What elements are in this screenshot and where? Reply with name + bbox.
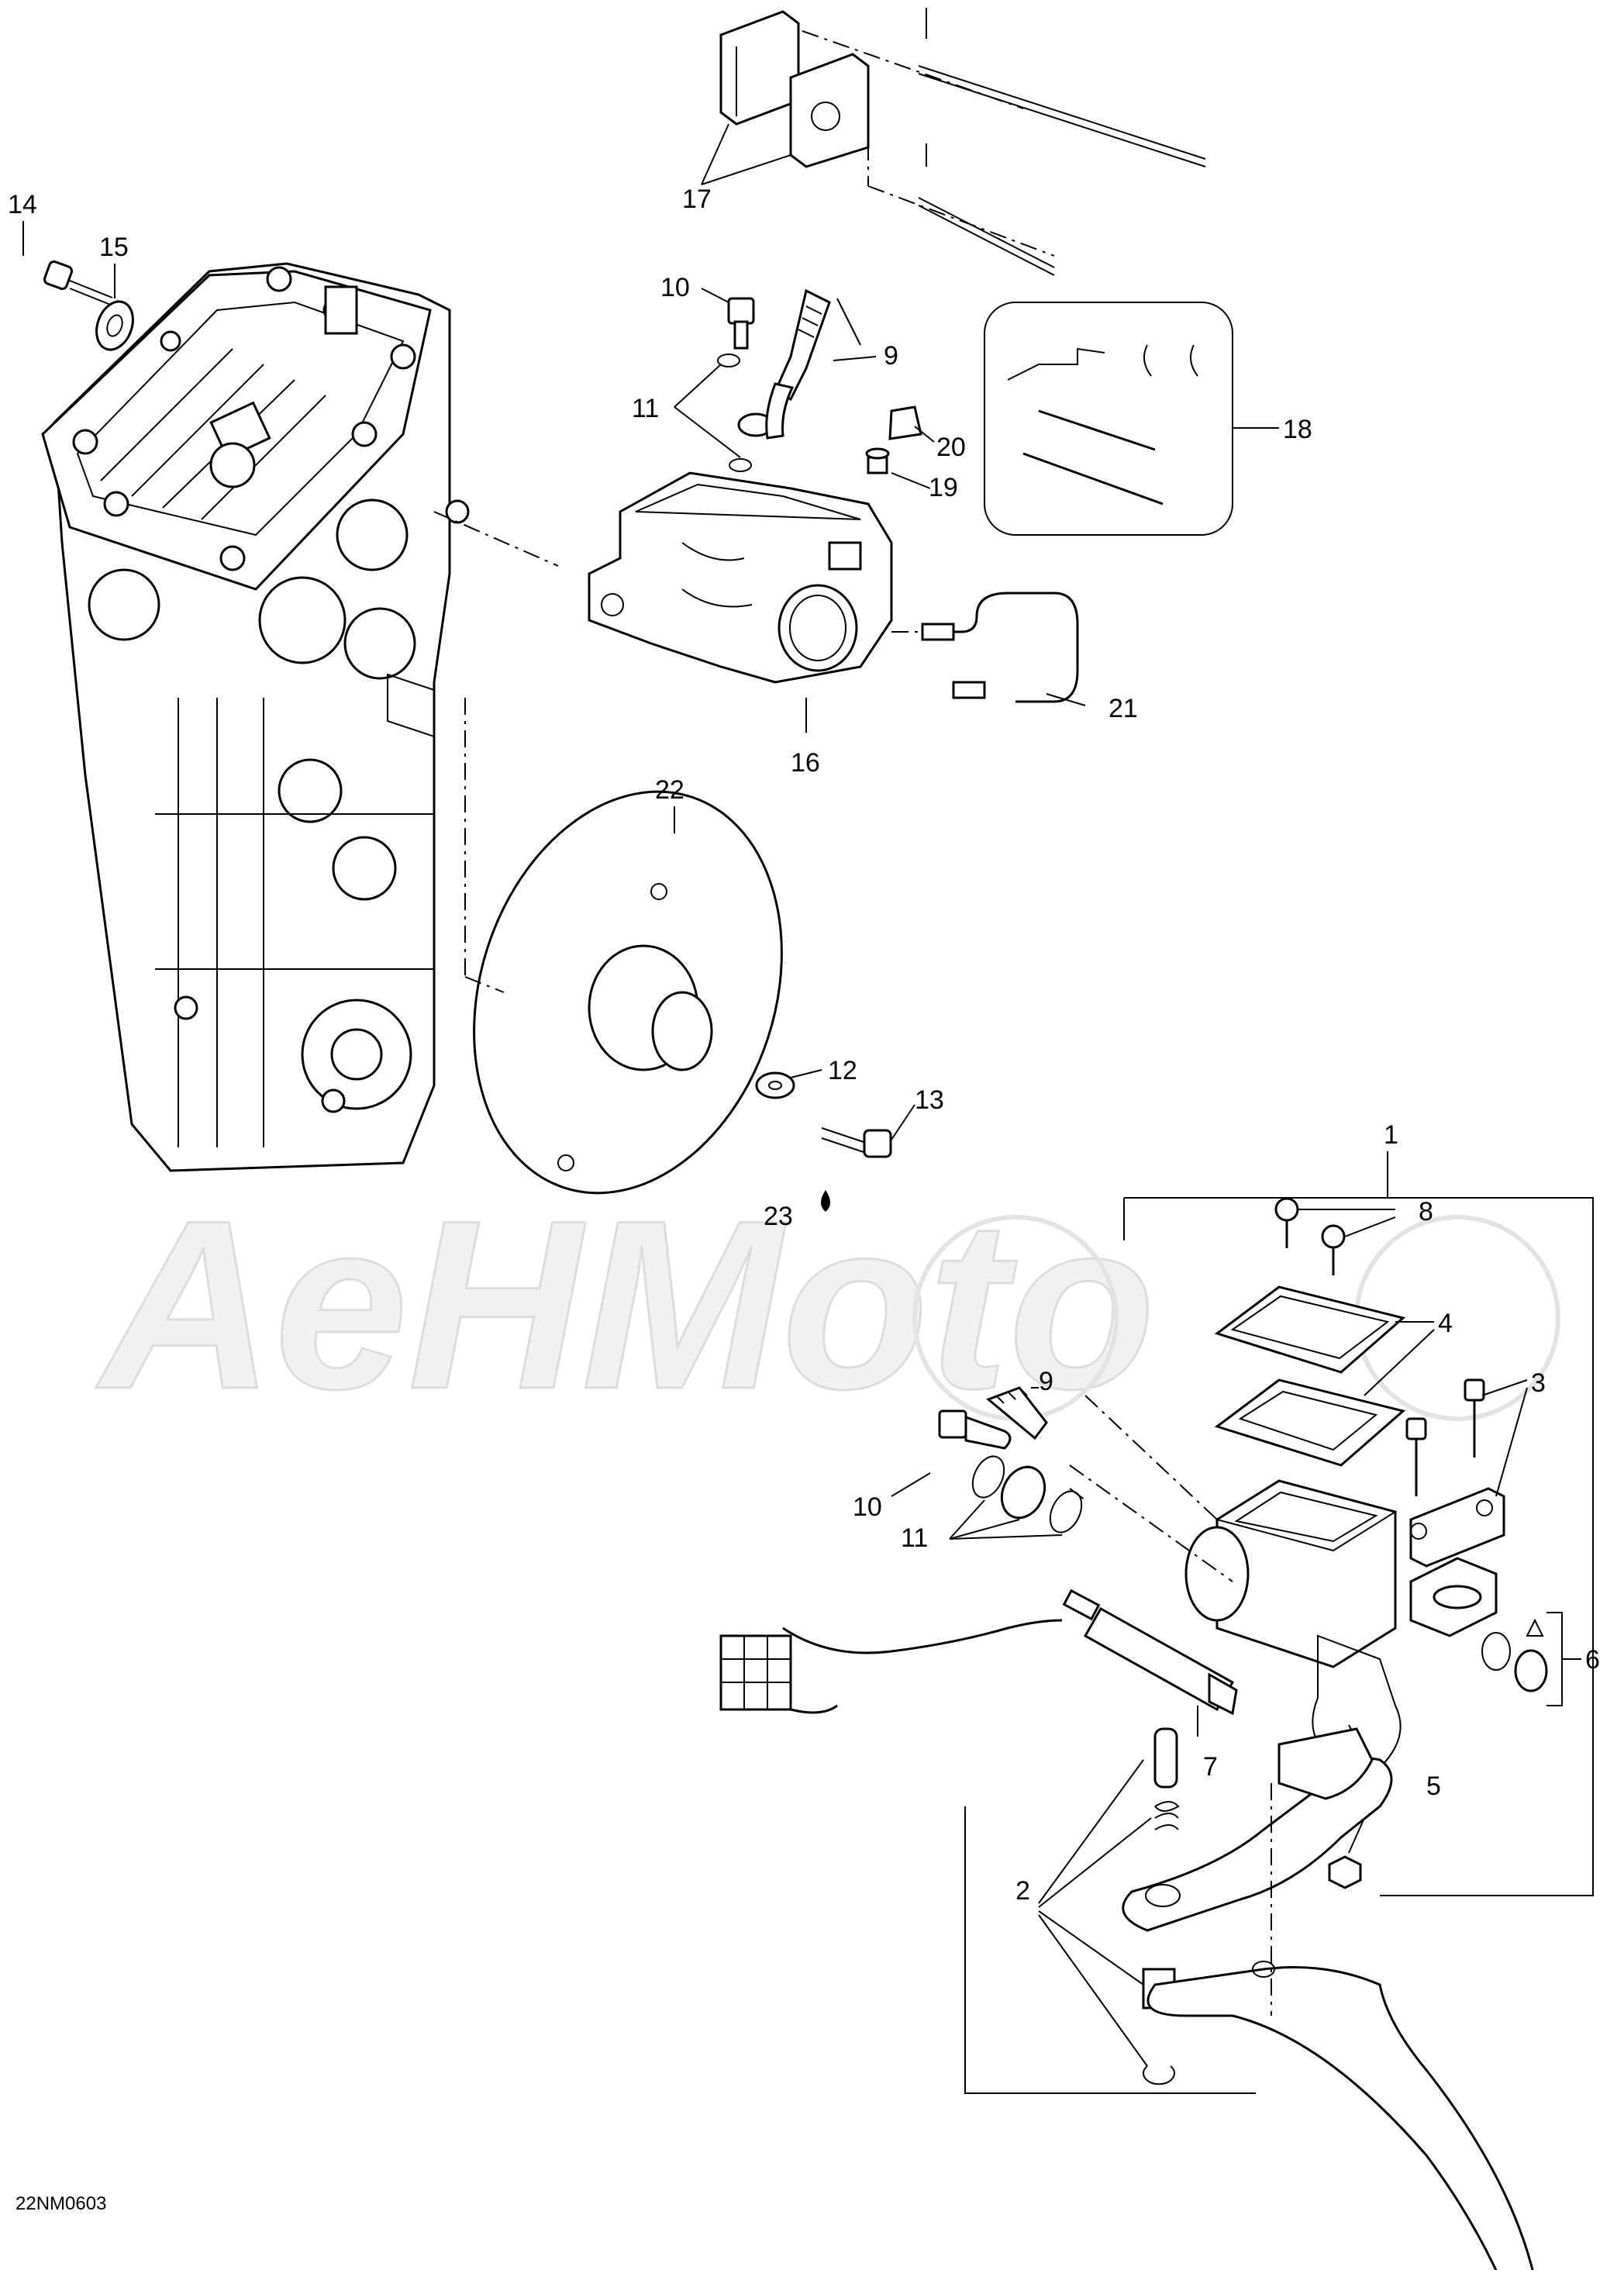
washer-12 [755,1069,822,1099]
callout-11-upper: 11 [632,394,659,423]
reservoir-cover-4 [1214,1285,1435,1467]
callout-14: 14 [8,190,37,219]
brake-caliper-16 [588,471,893,733]
callout-8: 8 [1419,1197,1433,1226]
clamp-screws-3 [1405,1378,1528,1568]
callout-11-lower: 11 [901,1523,928,1553]
brake-pads [719,8,1206,276]
bolt-14 [22,221,113,306]
brake-disc-22 [464,790,783,1195]
callout-12: 12 [828,1056,857,1085]
callout-6: 6 [1585,1645,1600,1675]
gearbox-housing [41,262,559,1172]
sealant-23-icon [821,1190,830,1212]
brake-lever [1122,1727,1534,2270]
brake-switch-7 [719,1589,1238,1737]
callout-22: 22 [655,775,684,805]
callout-23: 23 [764,1202,793,1231]
callout-10-upper: 10 [660,273,690,302]
brake-line-21 [891,592,1086,706]
callout-7: 7 [1203,1752,1218,1782]
bleeder-19-cap-20 [865,405,935,489]
callout-10-lower: 10 [853,1492,882,1522]
washer-15 [95,264,134,351]
master-cylinder-assembly-1 [964,1151,1594,2094]
watermark: AeHMoto [92,1169,1560,1440]
callout-19: 19 [929,473,958,502]
screws-8 [1274,1197,1396,1275]
callout-20: 20 [936,433,966,462]
upper-banjo-group [674,288,877,472]
callout-16: 16 [791,748,820,778]
diagram-code: 22NM0603 [16,2193,106,2214]
callout-4: 4 [1438,1309,1453,1338]
callout-3: 3 [1531,1368,1546,1398]
lower-banjo-group [891,1386,1083,1540]
master-cylinder-body [1069,1395,1498,1769]
watermark-text: AeHMoto [93,1170,1155,1439]
callout-9-upper: 9 [884,341,898,371]
bolt-13 [821,1104,915,1158]
callout-2: 2 [1015,1876,1030,1906]
pin-kit-18 [984,302,1279,536]
callout-15: 15 [99,233,129,262]
callout-21: 21 [1109,694,1138,723]
callout-1: 1 [1384,1120,1398,1150]
callout-9-lower: 9 [1039,1367,1053,1396]
callout-labels: 1 2 3 4 5 6 7 8 9 9 10 10 11 11 12 13 14… [8,185,1600,1906]
seal-cap-6 [1481,1612,1581,1706]
callout-17: 17 [682,185,712,214]
callout-13: 13 [915,1085,944,1115]
callout-5: 5 [1426,1771,1441,1801]
callout-18: 18 [1283,415,1312,444]
leaders-17 [701,123,791,185]
